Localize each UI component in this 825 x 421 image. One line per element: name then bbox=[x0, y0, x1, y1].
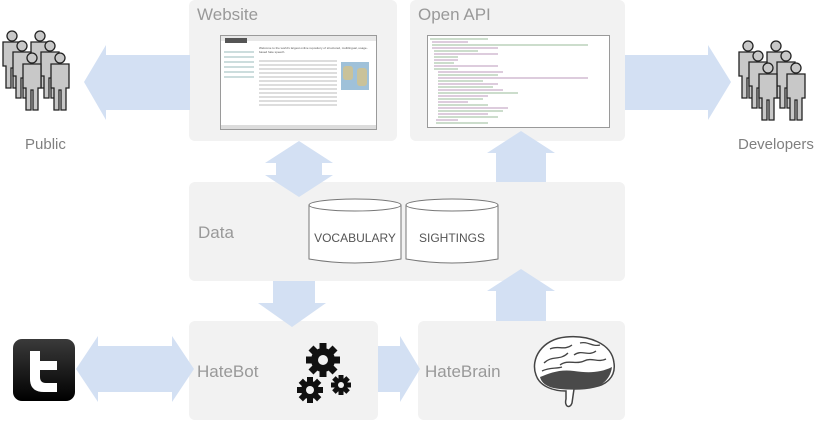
data-title: Data bbox=[198, 223, 234, 242]
arrow-api-to-developers bbox=[625, 45, 731, 120]
hatebot-title: HateBot bbox=[197, 362, 259, 381]
vocabulary-label: VOCABULARY bbox=[314, 231, 396, 245]
sightings-store: SIGHTINGS bbox=[405, 197, 499, 267]
map-thumbnail bbox=[341, 62, 369, 90]
developers-label: Developers bbox=[738, 136, 814, 153]
sightings-label: SIGHTINGS bbox=[418, 231, 485, 245]
gears-icon bbox=[297, 343, 351, 403]
website-title: Website bbox=[197, 5, 259, 24]
brain-icon bbox=[533, 335, 615, 408]
open-api-title: Open API bbox=[418, 5, 491, 24]
arrow-data-to-api bbox=[487, 131, 555, 182]
arrow-hatebot-to-hatebrain bbox=[378, 336, 420, 402]
arrow-website-to-public bbox=[84, 45, 190, 120]
arrow-data-to-hatebot bbox=[258, 281, 326, 327]
website-screenshot: Welcome to the world's largest online re… bbox=[220, 35, 377, 130]
developers-people-icon bbox=[738, 40, 806, 121]
database-cylinder-icon bbox=[405, 198, 499, 264]
hatebrain-title: HateBrain bbox=[425, 362, 501, 381]
arrow-hatebrain-to-data bbox=[487, 269, 555, 321]
arrow-twitter-hatebot-bidirectional bbox=[76, 336, 194, 402]
public-label: Public bbox=[25, 136, 66, 153]
hatebot-box: HateBot bbox=[189, 321, 378, 420]
vocabulary-store: VOCABULARY bbox=[308, 197, 402, 267]
code-lines bbox=[430, 38, 588, 124]
website-thumb-heading: Welcome to the world's largest online re… bbox=[259, 46, 368, 54]
public-people-icon bbox=[2, 30, 70, 111]
website-box: Website Welcome to the world's largest o… bbox=[189, 0, 397, 141]
twitter-icon bbox=[13, 339, 75, 401]
api-code-screenshot bbox=[427, 35, 610, 128]
open-api-box: Open API bbox=[410, 0, 625, 141]
database-cylinder-icon bbox=[308, 198, 402, 264]
arrow-website-data-bidirectional bbox=[265, 141, 333, 197]
